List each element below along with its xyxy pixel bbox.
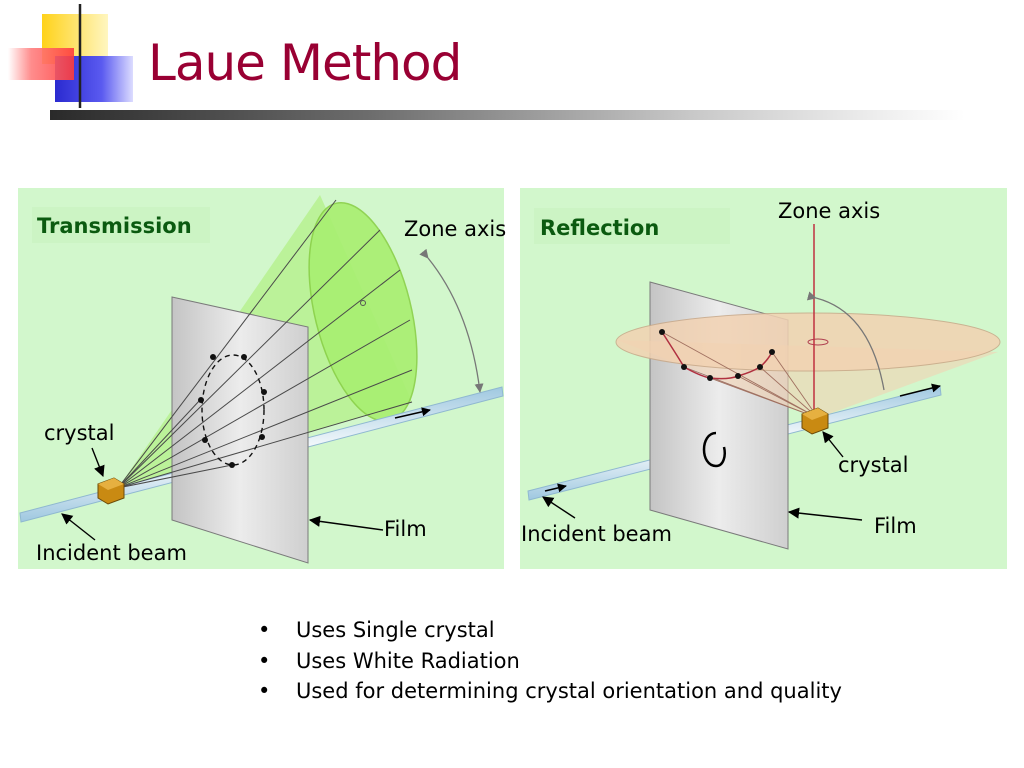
- reflection-beam-hole: [702, 431, 726, 468]
- transmission-zone-axis-label: Zone axis: [404, 217, 506, 241]
- bullet-item: Uses Single crystal: [258, 615, 842, 646]
- bullet-list: Uses Single crystal Uses White Radiation…: [258, 615, 842, 707]
- transmission-laue-spots: [198, 354, 267, 468]
- transmission-panel: Transmission Zone axis crystal Film Inci…: [18, 188, 506, 569]
- reflection-crystal-label: crystal: [838, 453, 909, 477]
- transmission-crystal-label: crystal: [44, 421, 115, 445]
- transmission-zone-circle: [201, 354, 265, 466]
- bullet-item: Uses White Radiation: [258, 646, 842, 677]
- reflection-beam-arrow: [542, 496, 576, 519]
- transmission-film-label: Film: [384, 517, 427, 541]
- slide-logo: [8, 4, 133, 108]
- transmission-film-arrow: [308, 515, 384, 531]
- reflection-film-label: Film: [874, 514, 917, 538]
- reflection-angle-arc: [806, 291, 885, 391]
- reflection-title: Reflection: [540, 216, 659, 240]
- transmission-crystal-arrow: [91, 447, 105, 478]
- reflection-crystal-arrow: [822, 431, 844, 458]
- bullet-item: Used for determining crystal orientation…: [258, 676, 842, 707]
- title-underline: [50, 110, 965, 120]
- transmission-diffracted-rays: [117, 199, 413, 489]
- transmission-beam-arrow: [61, 513, 96, 541]
- reflection-panel: Reflection Zone axis crystal Film Incide…: [520, 188, 1007, 569]
- transmission-title: Transmission: [37, 214, 192, 238]
- transmission-crystal: [97, 477, 125, 505]
- transmission-incident-beam-label: Incident beam: [36, 541, 187, 565]
- transmission-angle-arc: [419, 248, 484, 393]
- reflection-zone-axis-label: Zone axis: [778, 199, 880, 223]
- reflection-film-arrow: [787, 507, 863, 521]
- reflection-incident-beam-label: Incident beam: [521, 522, 672, 546]
- slide-title: Laue Method: [148, 34, 462, 92]
- reflection-laue-spots: [659, 329, 775, 381]
- reflection-crystal: [801, 407, 829, 435]
